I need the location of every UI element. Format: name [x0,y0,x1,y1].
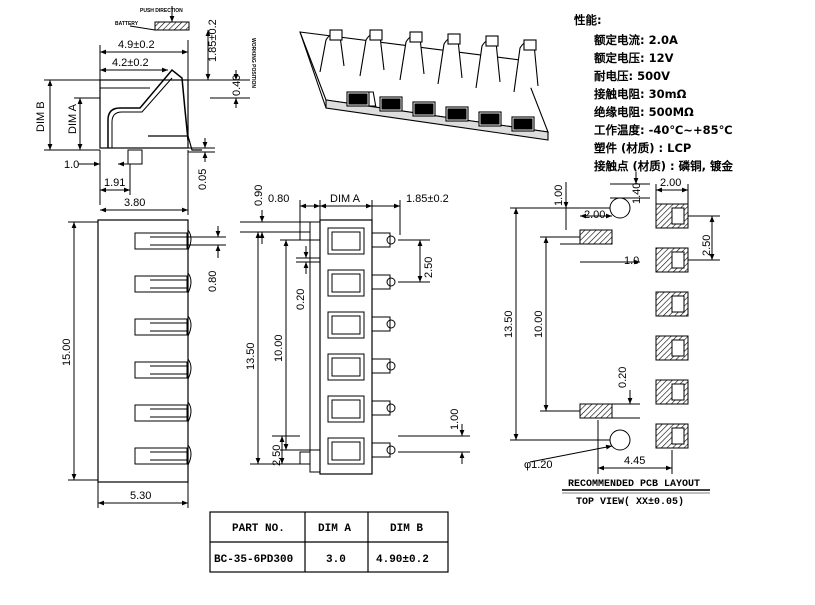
back-contact-4 [134,361,188,379]
dim-b-label: DIM B [35,101,47,132]
top-view [240,200,470,475]
top-pad-1 [327,227,396,255]
dim-0-05: 0.05 [197,169,209,190]
dim-2-00-pcb: 2.00 [584,209,605,221]
specifications: 性能: 额定电流: 2.0A 额定电压: 12V 耐电压: 500V 接触电阻:… [574,13,733,173]
back-contact-3 [134,318,188,336]
pcb-layout-title: RECOMMENDED PCB LAYOUT [568,479,700,490]
dim-13-50-pcb: 13.50 [503,310,515,338]
dim-1-0: 1.0 [64,159,79,171]
dim-4-45: 4.45 [624,455,645,467]
top-pad-5 [327,395,396,423]
dim-2-50-top: 2.50 [423,257,435,278]
spec-heading: 性能: [574,13,602,27]
spec-line: 耐电压: 500V [594,69,670,83]
pcb-pad-1 [655,203,689,229]
table-cell-dim-b: 4.90±0.2 [376,554,429,566]
pcb-layout-labels: 1.40 2.00 1.00 2.00 2.50 1.0 13.50 10.00… [503,177,713,508]
part-table-text: PART NO. DIM A DIM B BC-35-6PD300 3.0 4.… [214,523,429,566]
dim-4-2: 4.2±0.2 [112,57,149,69]
pcb-small-pad-top [579,229,613,245]
dim-2-50-pcb: 2.50 [701,235,713,256]
side-view-labels: PUSH DIRECTION BATTERY WORKING POSITION … [35,8,256,209]
battery-leader [129,25,156,31]
pcb-layout [510,172,720,494]
table-cell-part-no: BC-35-6PD300 [214,554,293,566]
dim-0-20-top: 0.20 [295,289,307,310]
spec-line: 额定电流: 2.0A [594,33,678,47]
dim-3-80: 3.80 [124,197,145,209]
dim-4-9: 4.9±0.2 [118,39,155,51]
table-header-dim-b: DIM B [390,523,423,535]
back-contact-6 [134,447,188,465]
dim-0-80-top: 0.80 [268,193,289,205]
pcb-pad-3 [655,291,689,317]
back-view-labels: 15.00 0.80 5.30 [61,271,219,502]
dim-phi-1-20: φ1.20 [524,459,553,471]
working-position-label: WORKING POSITION [250,38,256,88]
top-pad-3 [327,311,396,339]
pcb-hole-bottom [609,429,631,451]
back-contact-2 [134,275,188,293]
spec-line: 塑件 (材质) : LCP [594,141,691,155]
top-pad-2 [327,269,396,297]
top-view-labels: 0.90 0.80 DIM A 1.85±0.2 2.50 0.20 13.50… [245,185,461,466]
top-pad-6 [327,437,396,465]
pcb-pad-4 [655,335,689,361]
dim-0-80-back: 0.80 [207,271,219,292]
back-contact-1 [134,232,188,250]
battery-label: BATTERY [115,21,139,27]
dim-10-00-pcb: 10.00 [533,310,545,338]
table-header-dim-a: DIM A [318,523,351,535]
dim-1-00-top: 1.00 [449,409,461,430]
back-contact-5 [134,404,188,422]
dim-15-00: 15.00 [61,338,73,366]
dim-0-90: 0.90 [253,185,265,206]
pcb-hole-top [609,197,631,219]
side-view [44,6,250,215]
top-pad-4 [327,353,396,381]
table-cell-dim-a: 3.0 [326,554,346,566]
dim-13-50-top: 13.50 [245,342,257,370]
dim-10-00-top: 10.00 [273,334,285,362]
dim-1-40: 1.40 [631,183,643,204]
back-view [68,219,226,508]
dim-1-85-top: 1.85±0.2 [406,193,449,205]
dim-0-20-pcb: 0.20 [617,367,629,388]
isometric-view [299,29,549,141]
table-header-part-no: PART NO. [232,523,285,535]
pcb-small-pad-bottom [579,403,613,419]
dim-1-00-pcb: 1.00 [553,185,565,206]
dim-2-00-top-pcb: 2.00 [660,177,681,189]
pcb-pad-2 [655,247,689,273]
dim-0-40: 0.40 [231,75,243,96]
spec-line: 额定电压: 12V [594,51,674,65]
spec-line: 绝缘电阻: 500MΩ [594,105,694,119]
spec-line: 接触点 (材质) : 磷铜, 镀金 [594,159,733,173]
spec-line: 工作温度: -40℃~+85℃ [594,123,733,137]
pcb-layout-subtitle: TOP VIEW( XX±0.05) [576,496,684,508]
dim-a-top: DIM A [330,193,361,205]
dim-1-91: 1.91 [104,177,125,189]
spec-line: 接触电阻: 30mΩ [594,87,687,101]
dim-1-0-pcb: 1.0 [624,255,639,267]
part-table [209,511,449,573]
dim-5-30: 5.30 [130,490,151,502]
push-direction-label: PUSH DIRECTION [140,8,183,14]
battery-symbol [154,21,190,31]
pcb-pad-6 [655,423,689,449]
dim-a-label: DIM A [67,103,79,134]
dim-2-50-top-bottom: 2.50 [271,445,283,466]
dim-1-85: 1.85±0.2 [207,19,219,62]
pcb-pad-5 [655,379,689,405]
